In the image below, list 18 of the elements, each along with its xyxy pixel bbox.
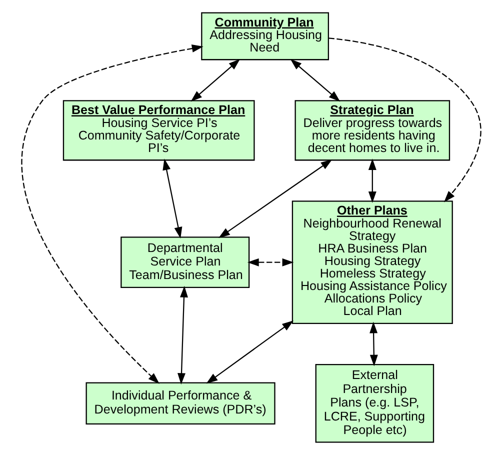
arrow xyxy=(290,58,340,102)
node-box: Departmental Service Plan Team/Business Plan xyxy=(120,236,250,288)
arrow xyxy=(206,320,294,384)
arrow xyxy=(218,159,332,238)
node-box: Best Value Performance Plan Housing Service PI’s Community Safety/Corporate PI’s xyxy=(62,100,255,161)
arrow xyxy=(162,158,182,239)
arrow xyxy=(368,158,376,203)
node-box: Individual Performance & Development Reviews (PDR’s) xyxy=(86,382,276,424)
arrow xyxy=(22,44,204,384)
arrow xyxy=(247,258,294,266)
arrow xyxy=(190,58,240,102)
node-box: External Partnership Plans (e.g. LSP, LCRE, Supporting People etc) xyxy=(315,364,434,443)
node-box: Strategic Plan Deliver progress towards more residents having decent homes to live in. xyxy=(294,100,450,161)
arrow xyxy=(178,286,188,385)
node-box: Other Plans Neighbourhood Renewal Strategy HRA Business Plan Housing Strategy Homeless Strategy Housing Assistance Policy Allocations Policy Local Plan xyxy=(292,200,453,324)
arrow xyxy=(328,38,482,202)
node-box: Community Plan Addressing Housing Need xyxy=(201,12,329,60)
arrow xyxy=(370,322,378,366)
